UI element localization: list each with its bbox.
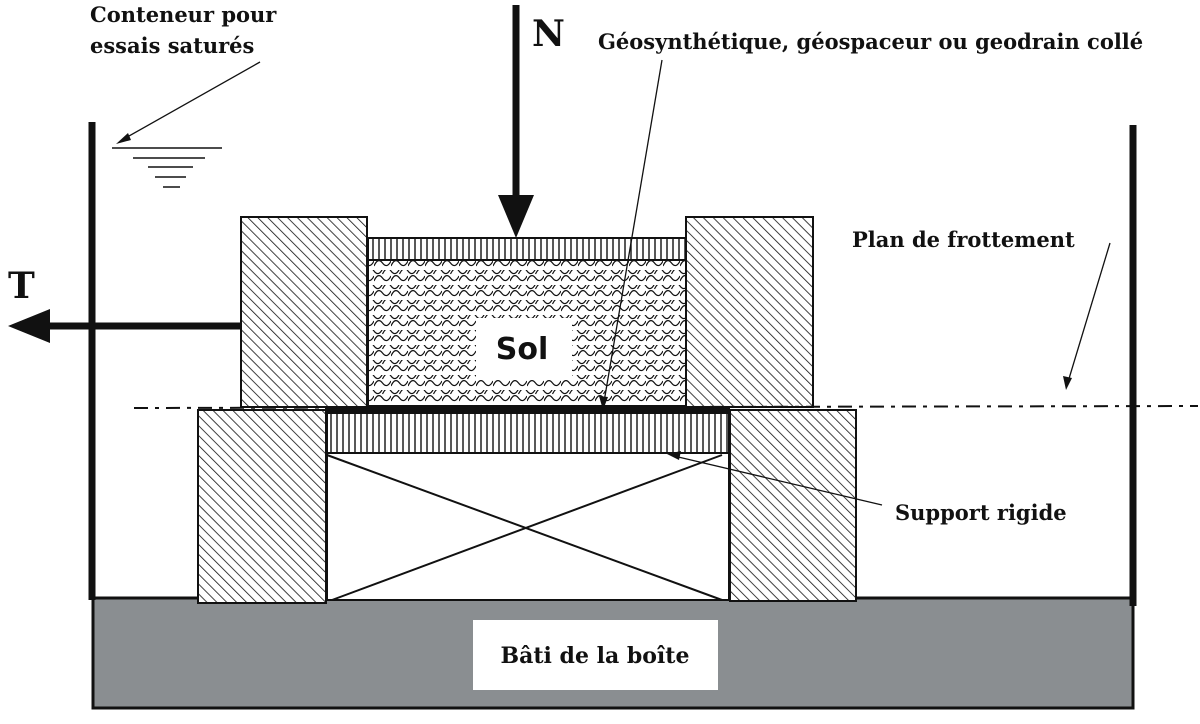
lower-plate	[326, 412, 730, 454]
upper-right-block	[685, 216, 814, 408]
geosynthetic-layer	[325, 405, 730, 413]
friction-plane-label: Plan de frottement	[852, 227, 1075, 252]
geosynthetic-leader	[603, 59, 663, 403]
frame-label: Bâti de la boîte	[501, 643, 690, 669]
water-level-icon	[112, 147, 222, 188]
rigid-support-leader	[673, 455, 883, 506]
normal-force-arrowhead-icon	[498, 195, 534, 238]
lower-right-block	[729, 409, 857, 602]
soil-label: Sol	[496, 332, 549, 367]
container-leader	[121, 61, 261, 141]
geosynthetic-leader-arrowhead-icon	[599, 396, 608, 410]
container-leader-arrowhead-icon	[116, 133, 131, 144]
container-label-line1: Conteneur pour	[90, 2, 277, 27]
frame-label-box	[473, 620, 718, 690]
friction-plane-leader-arrowhead-icon	[1063, 376, 1072, 390]
rigid-support-cross-b	[331, 454, 723, 601]
upper-left-block	[240, 216, 368, 408]
container-label-line2: essais saturés	[90, 33, 254, 58]
shear-force-label: T	[8, 265, 35, 307]
lower-left-block	[197, 409, 327, 604]
friction-plane-leader	[1067, 242, 1111, 383]
geosynthetic-label: Géosynthétique, géospaceur ou geodrain c…	[598, 29, 1143, 54]
friction-plane-line	[133, 405, 1199, 409]
upper-plate	[367, 237, 687, 261]
soil-label-box	[476, 318, 572, 380]
normal-force-label: N	[532, 13, 565, 55]
rigid-support-label: Support rigide	[895, 500, 1067, 525]
rigid-support-leader-arrowhead-icon	[667, 451, 681, 460]
shear-force-arrowhead-icon	[8, 309, 50, 343]
